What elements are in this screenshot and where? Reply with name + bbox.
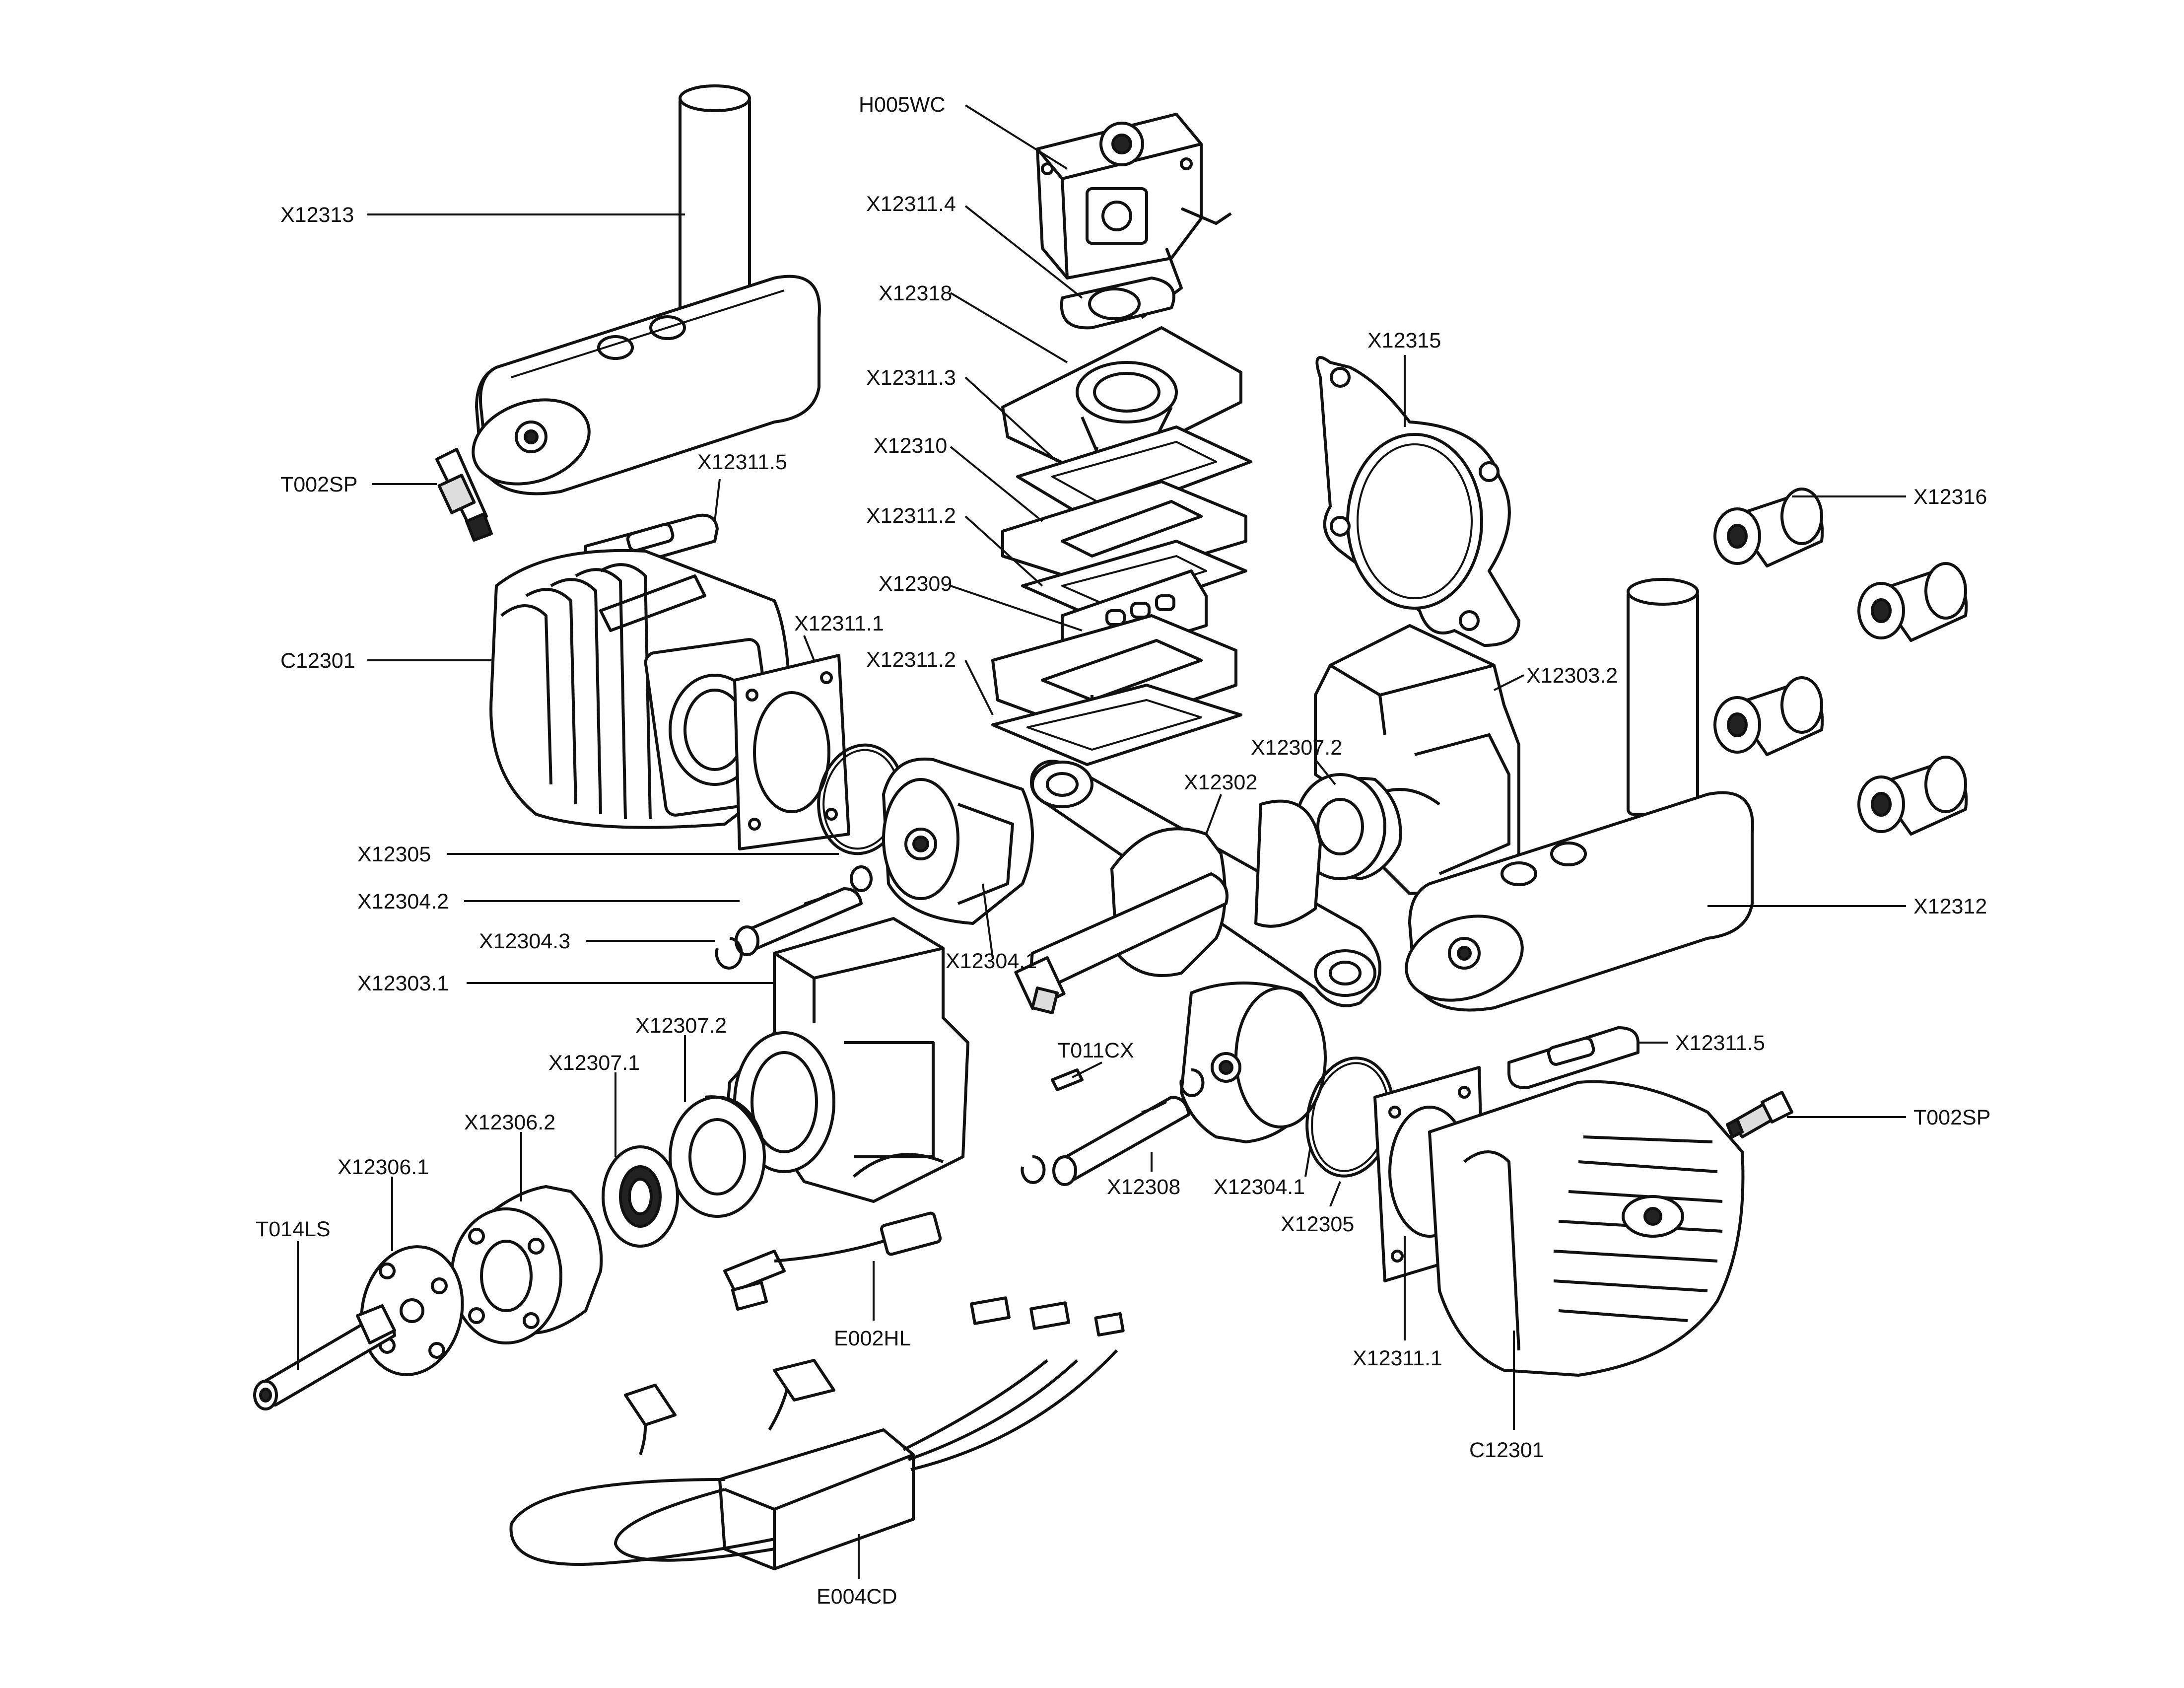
muffler-left: [472, 84, 821, 495]
isolator-3: [1713, 676, 1824, 756]
label-x12304-2: X12304.2: [357, 890, 449, 914]
label-x12311-2-upper: X12311.2: [866, 504, 956, 528]
cylinder-gasket-left: [733, 654, 850, 850]
label-x12315: X12315: [1367, 329, 1441, 352]
exhaust-gasket-right: [1507, 1026, 1639, 1089]
crankcase-left: [723, 917, 969, 1203]
label-x12304-1-upper: X12304.1: [946, 949, 1037, 973]
manifold-gasket: [1016, 425, 1252, 523]
label-x12311-4: X12311.4: [866, 192, 956, 216]
label-x12306-2: X12306.2: [464, 1111, 555, 1134]
intake-manifold: [1001, 326, 1242, 478]
label-x12313: X12313: [280, 203, 354, 227]
circlip-left: [715, 937, 743, 970]
ignition-lead: [723, 1211, 942, 1311]
label-x12307-2-right: X12307.2: [1251, 736, 1342, 760]
spark-plug-right: [1726, 1091, 1793, 1138]
mounting-plate: [1315, 356, 1520, 647]
label-x12311-3: X12311.3: [866, 366, 956, 390]
label-x12303-2: X12303.2: [1526, 664, 1618, 688]
label-x12308: X12308: [1107, 1175, 1180, 1199]
part-labels: H005WC X12311.4 X12318 X12311.3 X12310 X…: [256, 93, 1990, 1609]
cylinder-right: [1428, 1080, 1745, 1377]
label-e002hl: E002HL: [834, 1327, 911, 1350]
bearing-left-small: [602, 1145, 679, 1248]
label-e004cd: E004CD: [817, 1585, 897, 1609]
label-x12310: X12310: [874, 434, 947, 458]
carb-gasket: [1060, 277, 1175, 330]
label-t002sp-left: T002SP: [280, 473, 357, 496]
prop-bolt: [253, 1304, 396, 1410]
label-x12304-1-lower: X12304.1: [1214, 1175, 1305, 1199]
label-x12303-1: X12303.1: [357, 972, 449, 995]
reed-block: [1001, 480, 1247, 587]
label-x12305-left: X12305: [357, 843, 431, 866]
label-c12301-right: C12301: [1469, 1438, 1544, 1462]
isolator-1: [1713, 488, 1824, 567]
crankshaft: [1014, 760, 1381, 1014]
isolator-2: [1857, 562, 1968, 642]
retaining-ring-small: [850, 865, 873, 892]
ignition-module: [509, 1296, 1125, 1570]
prop-hub: [450, 1185, 603, 1344]
spark-plug-left: [435, 448, 493, 542]
reed-gasket-upper: [1021, 540, 1247, 622]
wrist-pin-right: [1052, 1096, 1190, 1186]
label-x12311-5-left: X12311.5: [697, 450, 787, 474]
label-x12307-1: X12307.1: [548, 1051, 640, 1075]
piston-right: [1180, 982, 1327, 1143]
label-x12311-2-lower: X12311.2: [866, 648, 956, 672]
label-t014ls: T014LS: [256, 1217, 331, 1241]
label-c12301-left: C12301: [280, 649, 355, 673]
muffler-right: [1405, 578, 1754, 1012]
label-h005wc: H005WC: [859, 93, 945, 117]
label-x12311-5-right: X12311.5: [1675, 1031, 1765, 1055]
label-x12316: X12316: [1913, 485, 1987, 509]
label-x12305-right: X12305: [1281, 1212, 1354, 1236]
label-x12309: X12309: [879, 572, 952, 596]
label-x12307-2-left: X12307.2: [635, 1014, 727, 1038]
isolator-4: [1857, 756, 1968, 836]
label-x12311-1-right: X12311.1: [1353, 1346, 1442, 1370]
piston-left: [882, 757, 1034, 925]
label-x12311-1-left: X12311.1: [794, 612, 884, 635]
label-x12304-3: X12304.3: [479, 929, 570, 953]
leader-lines: [297, 104, 1906, 1579]
label-x12306-1: X12306.1: [338, 1155, 429, 1179]
label-t002sp-right: T002SP: [1913, 1106, 1990, 1129]
label-t011cx: T011CX: [1057, 1039, 1134, 1062]
label-x12302: X12302: [1184, 771, 1257, 794]
label-x12318: X12318: [879, 281, 952, 305]
circlip-right: [1021, 1068, 1205, 1184]
label-x12312: X12312: [1913, 895, 1987, 918]
woodruff-key: [1051, 1068, 1084, 1091]
bearing-left-large: [669, 1095, 766, 1218]
reed-gasket-lower: [991, 684, 1242, 766]
